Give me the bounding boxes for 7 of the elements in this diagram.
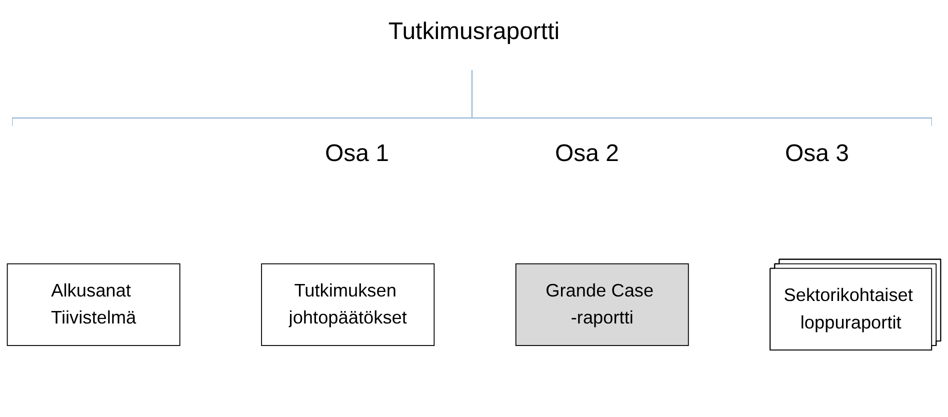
- title: Tutkimusraportti: [387, 18, 561, 46]
- node-box: Alkusanat Tiivistelmä: [6, 264, 180, 346]
- section-label: Osa 1: [324, 140, 390, 168]
- section-label: Osa 2: [554, 140, 620, 168]
- node-box: Tutkimuksen johtopäätökset: [261, 264, 435, 346]
- node-box: Grande Case -raportti: [515, 264, 689, 346]
- section-label: Osa 3: [784, 140, 850, 168]
